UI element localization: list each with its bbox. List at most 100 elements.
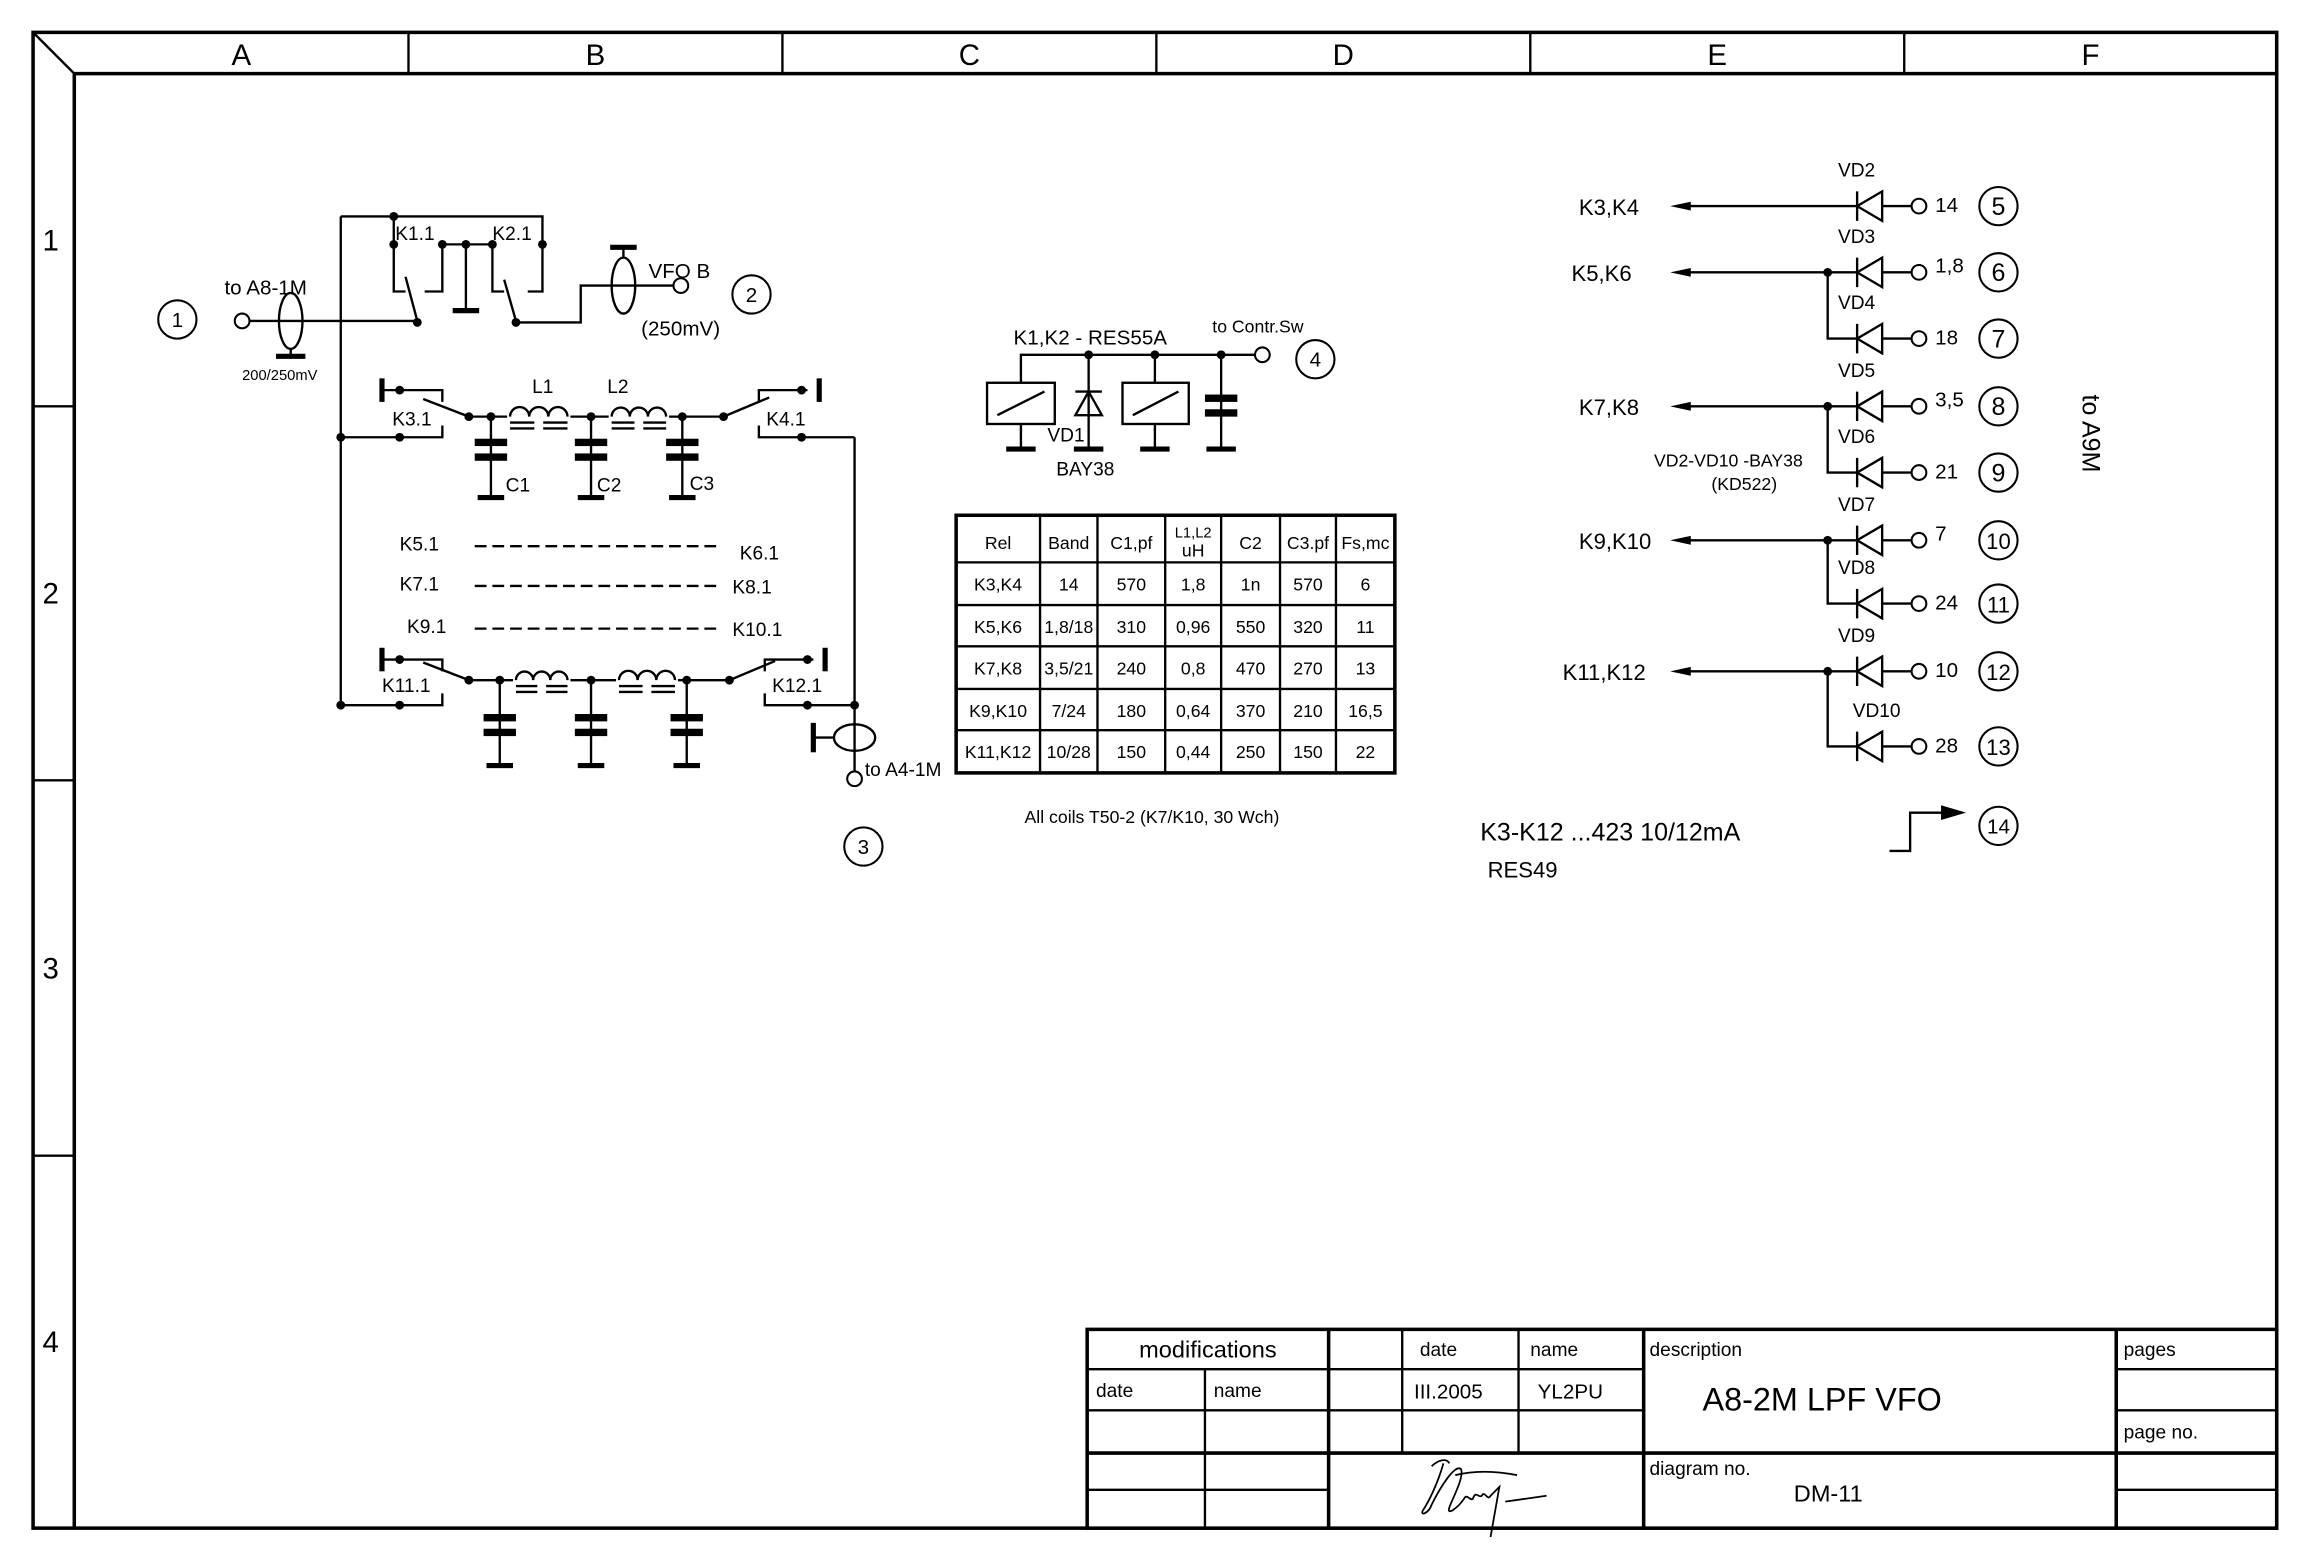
table-cell: 180 [1117, 701, 1147, 721]
relay-group-label: K7,K8 [1579, 395, 1639, 420]
relay-contact-label: K10.1 [732, 620, 782, 641]
table-header: L1,L2 [1175, 525, 1212, 541]
row-label: 2 [43, 578, 59, 611]
port-marker [1978, 386, 2019, 427]
description-label: description [1650, 1340, 1743, 1361]
date-label: date [1420, 1340, 1457, 1361]
table-cell: 150 [1117, 742, 1147, 762]
port-marker [1978, 583, 2019, 624]
wire [1826, 671, 1858, 748]
diode-icon [1854, 389, 1912, 424]
diagram-title: A8-2M LPF VFO [1703, 1381, 1942, 1417]
table-cell: 11 [1356, 617, 1374, 637]
diode-type-note: VD2-VD10 -BAY38 [1654, 451, 1803, 471]
wire [1826, 272, 1858, 340]
port-marker [1978, 651, 2019, 692]
row-label: 4 [43, 1326, 59, 1359]
table-cell: 1,8 [1181, 574, 1206, 594]
c1-label: C1 [506, 476, 530, 497]
port-label: 11 [1987, 592, 2010, 617]
junction-dot [395, 655, 405, 664]
relay-coil-k2-icon [1121, 354, 1190, 452]
junction-dot [464, 675, 474, 685]
terminal-icon [1910, 263, 1928, 281]
junction-dot [797, 432, 806, 442]
relay-group-label: K11,K12 [1563, 660, 1646, 685]
junction-dot [395, 385, 405, 395]
table-cell: 16,5 [1348, 701, 1383, 721]
input-switch-section: 1 to A8-1M 200/250mV K1.1 K2.1 VFO B (25… [157, 211, 772, 706]
row-label: 3 [43, 952, 59, 985]
capacitor-icon [574, 728, 608, 737]
capacitor-icon [574, 714, 608, 722]
name-label: name [1530, 1340, 1578, 1361]
arrow-left-icon [1670, 535, 1691, 545]
title-block: modifications date name date name III.20… [1085, 1327, 2279, 1538]
vfo-level-label: (250mV) [641, 318, 720, 341]
table-cell: 370 [1236, 701, 1266, 721]
band-value: 21 [1935, 460, 1958, 483]
port-3-label: 3 [858, 836, 869, 859]
terminal-icon [1910, 595, 1928, 612]
table-cell: 320 [1293, 617, 1323, 637]
diode-icon [1854, 729, 1912, 764]
pages-label: pages [2124, 1340, 2176, 1361]
inductor-core-icon [619, 684, 675, 694]
band-value: 14 [1935, 194, 1958, 217]
inductor-core-icon [515, 684, 568, 694]
table-header: Rel [985, 533, 1012, 553]
port-2-label: 2 [746, 284, 757, 307]
table-cell: 13 [1356, 658, 1376, 678]
capacitor-icon [1204, 354, 1238, 452]
junction-dot [682, 675, 692, 685]
relay-supply-section: K1,K2 - RES55A to Contr.Sw 4 VD1 BAY38 [985, 317, 1336, 481]
l2-label: L2 [607, 377, 628, 398]
band-value: 1,8 [1935, 254, 1964, 277]
terminal-icon [1910, 197, 1928, 215]
junction-dot [586, 675, 596, 685]
switch-blade-icon [422, 661, 470, 682]
diode-label: VD3 [1838, 227, 1875, 248]
port-1-label: 1 [172, 309, 183, 332]
vd1-type-label: BAY38 [1056, 460, 1114, 481]
name-value: YL2PU [1538, 1381, 1603, 1404]
diode-icon [1854, 586, 1912, 621]
table-cell: 0,96 [1176, 617, 1211, 637]
terminal-icon [233, 312, 251, 330]
relay-type-label: K1,K2 - RES55A [1014, 326, 1168, 349]
port-label: 8 [1991, 393, 2005, 421]
capacitor-icon [474, 453, 508, 461]
diode-label: VD5 [1838, 361, 1875, 382]
diode-label: VD9 [1838, 626, 1875, 647]
column-label: F [2081, 39, 2099, 72]
terminal-icon [1910, 662, 1928, 680]
output-arrow-icon [1889, 805, 1967, 853]
switch-blade-icon [422, 397, 470, 418]
terminal-icon [1910, 330, 1928, 347]
capacitor-icon [483, 714, 516, 722]
to-a9m-label: to A9M [2076, 395, 2104, 473]
table-cell: K3,K4 [974, 574, 1022, 594]
table-cell: 470 [1236, 658, 1266, 678]
table-header: Fs,mc [1341, 533, 1389, 553]
table-cell: 22 [1356, 742, 1376, 762]
diode-label: VD8 [1838, 558, 1875, 579]
diode-icon [1854, 321, 1912, 356]
capacitor-icon [670, 728, 703, 737]
port-marker [1978, 185, 2019, 227]
port-label: 9 [1991, 459, 2005, 487]
diode-label: VD2 [1838, 161, 1875, 182]
junction-dot [797, 385, 806, 395]
terminal-icon [672, 277, 690, 294]
band-value: 10 [1935, 659, 1958, 682]
terminal-icon [1910, 397, 1928, 415]
column-label: D [1333, 39, 1354, 72]
table-cell: 570 [1117, 574, 1147, 594]
diode-icon [1854, 255, 1912, 290]
table-cell: 240 [1117, 658, 1147, 678]
port-4-marker [1295, 339, 1336, 380]
inductor-icon [610, 406, 668, 417]
junction-dot [803, 655, 812, 664]
